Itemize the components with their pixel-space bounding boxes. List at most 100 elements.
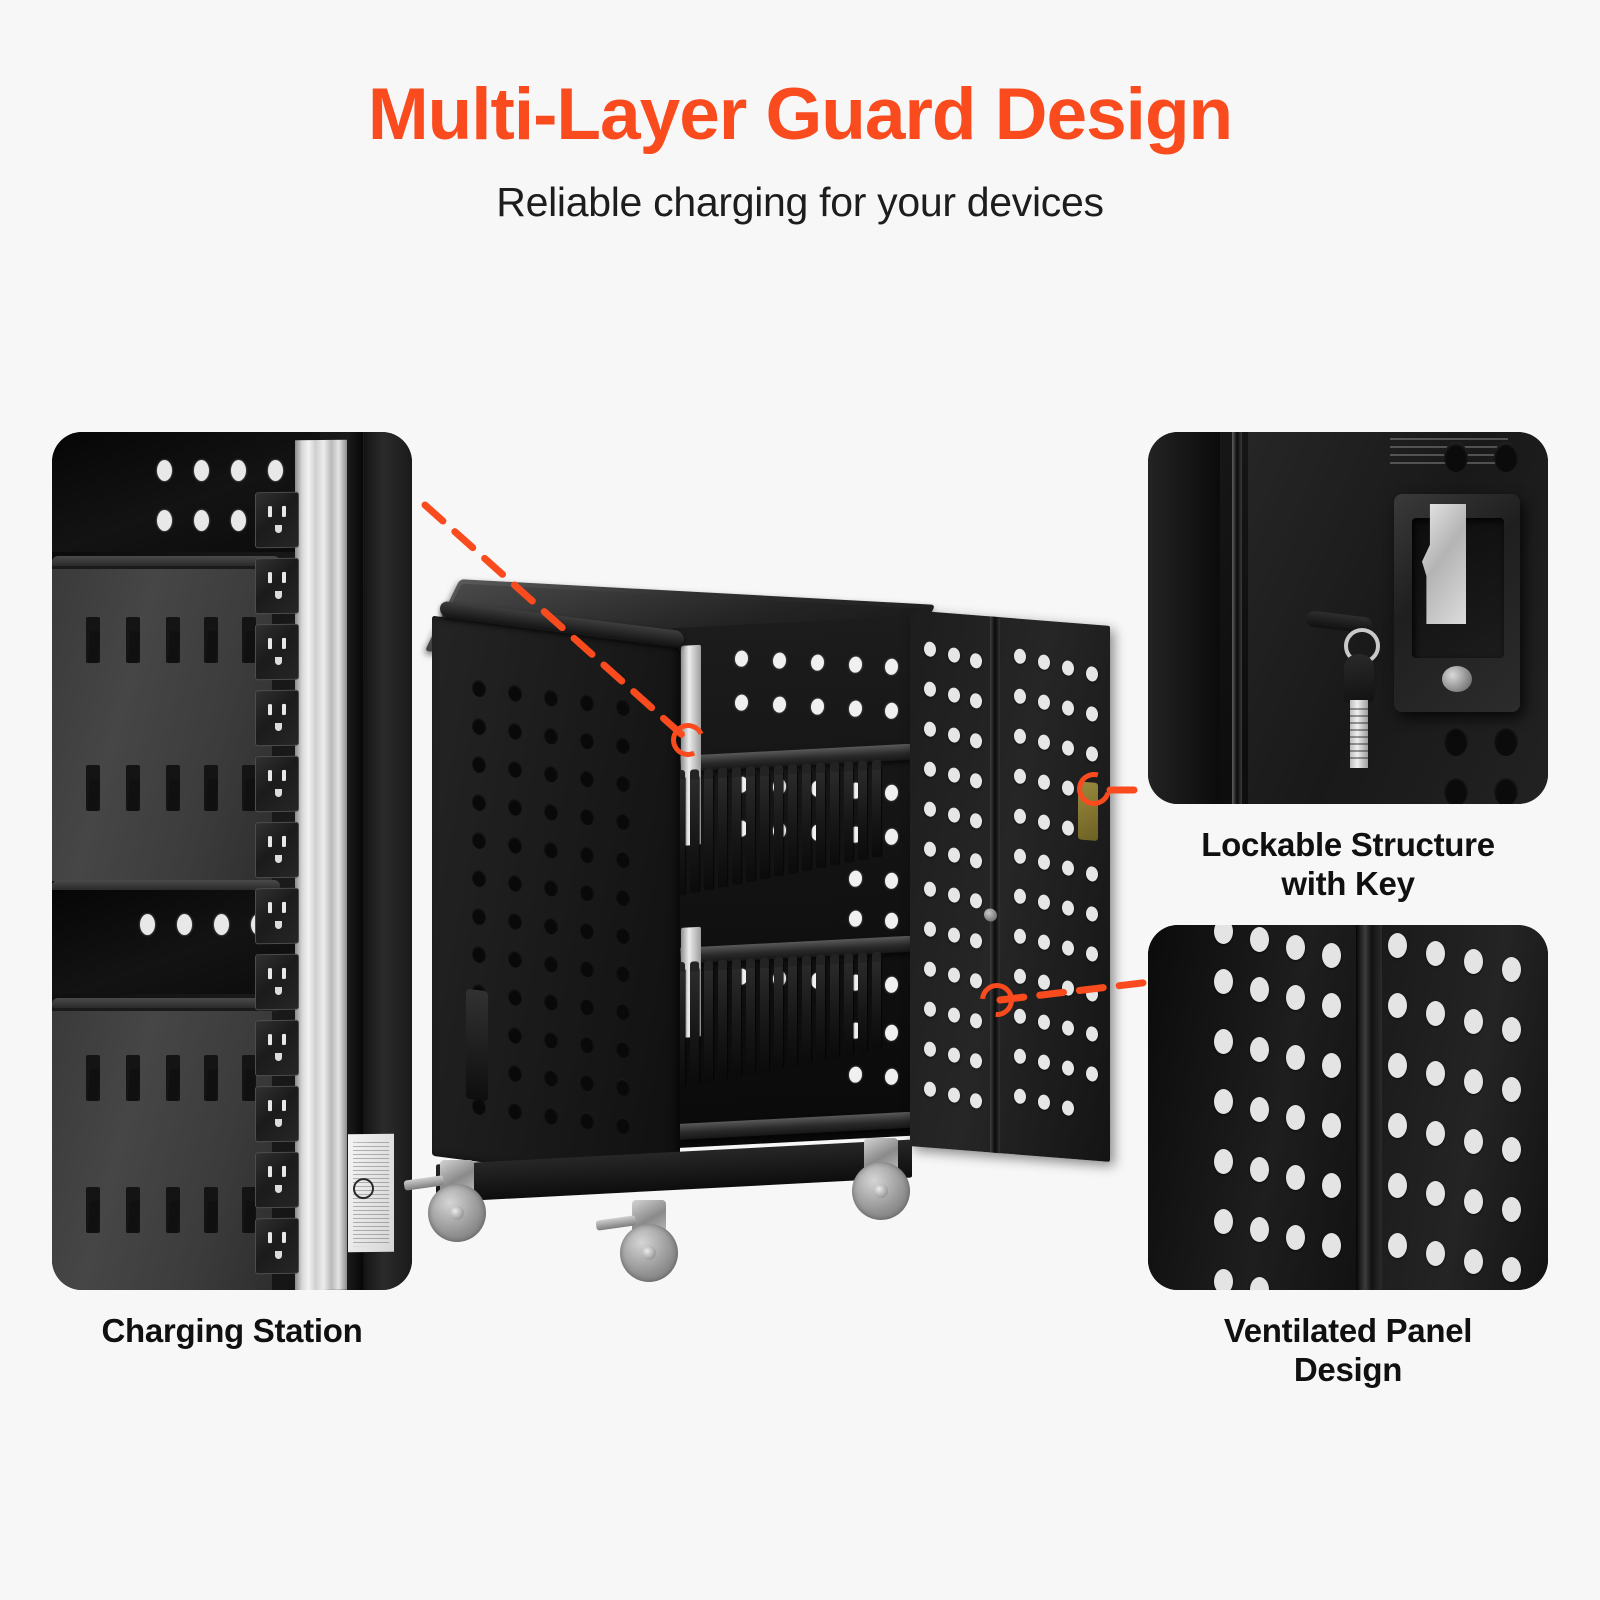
device-divider [760, 964, 769, 1071]
right-door-leaf [1382, 925, 1548, 1290]
device-divider [760, 772, 769, 879]
device-divider [704, 775, 713, 890]
power-outlet [255, 953, 299, 1011]
cable-hook [204, 1055, 218, 1101]
caster-wheel [595, 1200, 680, 1284]
power-outlet [255, 1217, 299, 1275]
device-divider [872, 766, 881, 858]
caption-ventilated-panel: Ventilated Panel Design [1148, 1312, 1548, 1390]
device-divider [746, 773, 755, 882]
cable-hook [242, 1187, 256, 1233]
cable-hook [242, 765, 256, 811]
door-panel-seam [990, 616, 1000, 1154]
door-knob-icon[interactable] [984, 907, 997, 922]
power-outlet [255, 557, 299, 615]
cart-front-door[interactable] [432, 615, 680, 1189]
device-divider [704, 967, 713, 1082]
cable-hook [126, 765, 140, 811]
left-door-leaf [1148, 925, 1356, 1290]
cable-hook [204, 617, 218, 663]
caster-wheel [403, 1160, 488, 1244]
device-divider [858, 959, 867, 1052]
device-divider-bank [676, 766, 881, 896]
lockable-structure-photo [1148, 432, 1548, 804]
vent-hole [194, 510, 209, 531]
cable-hook [204, 1187, 218, 1233]
power-outlet [255, 755, 299, 813]
certification-label [348, 1133, 394, 1253]
device-divider [746, 965, 755, 1074]
cable-hook [126, 617, 140, 663]
caster-brake-lever[interactable] [595, 1215, 637, 1231]
hook-panel [52, 1008, 272, 1290]
cabinet-side-slab [1148, 432, 1220, 804]
caption-line-2: with Key [1281, 864, 1415, 902]
vent-hole [140, 914, 155, 935]
vent-hole [231, 510, 246, 531]
lock-cylinder[interactable] [1442, 666, 1472, 692]
caption-line-2: Design [1293, 1350, 1403, 1388]
ventilated-panel-photo [1148, 925, 1548, 1290]
caption-charging-station: Charging Station [101, 1312, 363, 1349]
key-head [1344, 654, 1374, 702]
perforated-door [1248, 432, 1548, 804]
cable-hook [126, 1187, 140, 1233]
device-divider [788, 771, 797, 874]
vent-hole [194, 460, 209, 481]
device-divider [690, 968, 699, 1085]
panel-seam [1232, 432, 1242, 804]
vent-hole [177, 914, 192, 935]
device-divider [872, 958, 881, 1050]
cable-hook [126, 1055, 140, 1101]
device-divider [774, 771, 783, 877]
cable-hook [166, 1187, 180, 1233]
lock-housing [1394, 494, 1520, 712]
caster-hub [450, 1206, 464, 1220]
device-divider-bank [676, 958, 881, 1088]
caption-line-1: Lockable Structure [1201, 826, 1495, 863]
cable-hook [242, 1055, 256, 1101]
charging-station-photo [52, 432, 412, 1290]
device-divider [718, 774, 727, 888]
device-divider [802, 962, 811, 1063]
aluminum-cable-rail [295, 439, 347, 1290]
caption-line-1: Ventilated Panel [1223, 1312, 1473, 1349]
key-blade [1350, 700, 1368, 768]
caster-wheel [850, 1138, 912, 1222]
cart-open-door[interactable] [910, 610, 1110, 1162]
device-divider [718, 966, 727, 1080]
device-divider [830, 960, 839, 1058]
cable-hook [86, 617, 100, 663]
page-title: Multi-Layer Guard Design [367, 74, 1233, 155]
cable-hook [166, 617, 180, 663]
page-subtitle: Reliable charging for your devices [496, 179, 1104, 225]
interior-shelf [673, 1111, 911, 1141]
power-outlet [255, 887, 299, 945]
caster-hub [642, 1246, 656, 1260]
vent-hole-row [157, 460, 283, 481]
vent-hole [214, 914, 229, 935]
power-outlet [255, 491, 299, 549]
cable-hook [242, 617, 256, 663]
header: Multi-Layer Guard Design Reliable chargi… [0, 0, 1600, 226]
device-divider [690, 776, 699, 893]
vent-hole [157, 460, 172, 481]
cable-hook [86, 1187, 100, 1233]
caption-lockable-structure: Lockable Structure with Key [1148, 826, 1548, 904]
cable-hook [166, 1055, 180, 1101]
device-divider [774, 963, 783, 1069]
caster-hub [874, 1184, 888, 1198]
device-divider [858, 767, 867, 860]
certification-mark-icon [353, 1177, 374, 1200]
device-divider [816, 961, 825, 1061]
cart-side-latch[interactable] [466, 988, 488, 1102]
cable-hook [86, 765, 100, 811]
device-divider [732, 965, 741, 1077]
device-divider [844, 960, 853, 1055]
cable-hook [204, 765, 218, 811]
vent-hole [268, 460, 283, 481]
device-divider [816, 769, 825, 869]
device-divider [830, 768, 839, 866]
charging-cart-illustration [403, 560, 1138, 1300]
